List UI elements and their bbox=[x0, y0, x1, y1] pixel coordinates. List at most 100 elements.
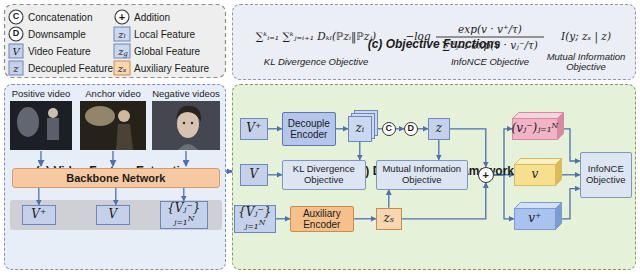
objective-caption: InfoNCE Objective bbox=[451, 57, 529, 67]
node-text: {Vⱼ⁻}ⱼ₌₁ᴺ bbox=[238, 206, 272, 232]
node-text: V⁺ bbox=[31, 208, 46, 221]
formula: ∑ᵏᵢ₌₁ ∑ᵏⱼ₌ᵢ₊₁ Dₖₗ(ℙzᵢ‖ℙzⱼ) bbox=[256, 30, 376, 42]
frame-detail bbox=[183, 122, 185, 124]
image-caption: Positive video bbox=[12, 89, 71, 99]
flow-connector bbox=[183, 188, 184, 201]
node-text: Decouple Encoder bbox=[286, 118, 332, 140]
node-text: KL Divergence Objective bbox=[286, 164, 362, 185]
symbol-letter: g bbox=[123, 50, 127, 58]
operator-symbol bbox=[9, 10, 23, 24]
node-text: zₛ bbox=[384, 212, 394, 225]
cuboid-top bbox=[512, 112, 563, 118]
node-text: Auxiliary Encoder bbox=[294, 208, 350, 230]
feature-cuboid: v bbox=[514, 164, 556, 186]
encoder-box: Auxiliary Encoder bbox=[290, 206, 354, 232]
encoder-box: Decouple Encoder bbox=[282, 112, 336, 146]
legend-text: Concatenation bbox=[28, 12, 93, 23]
frame-detail bbox=[48, 108, 58, 118]
objective-box: KL Divergence Objective bbox=[282, 160, 366, 190]
legend-text: Decoupled Feature bbox=[28, 63, 113, 74]
video-frame bbox=[80, 101, 146, 150]
flow-arrow bbox=[185, 151, 186, 166]
symbol-letter: z bbox=[118, 46, 123, 57]
flow-connector bbox=[359, 142, 360, 160]
video-frame bbox=[152, 101, 220, 150]
node-text: {Vⱼ⁻}ⱼ₌₁ᴺ bbox=[164, 202, 204, 228]
flow-connector bbox=[438, 140, 439, 160]
node-text: InfoNCE Objective bbox=[584, 164, 628, 185]
feature-box: zₛ bbox=[376, 208, 402, 230]
node-text: v bbox=[531, 168, 538, 181]
frame-detail bbox=[176, 106, 201, 122]
legend-text: Downsample bbox=[28, 29, 86, 40]
node-text: V⁺ bbox=[246, 122, 261, 135]
cuboid-top bbox=[514, 158, 561, 164]
flow-connector bbox=[388, 190, 389, 208]
cuboid-side bbox=[555, 202, 561, 229]
feature-box: {Vⱼ⁻}ⱼ₌₁ᴺ bbox=[160, 201, 208, 229]
symbol-letter: zₗ bbox=[118, 29, 126, 40]
cuboid-side bbox=[555, 158, 561, 185]
video-frame bbox=[80, 101, 146, 150]
operator-symbol bbox=[115, 10, 129, 24]
feature-box: {Vⱼ⁻}ⱼ₌₁ᴺ bbox=[234, 205, 276, 233]
video-frame bbox=[10, 101, 72, 150]
feature-box: V bbox=[96, 205, 130, 225]
symbol-letter: V bbox=[12, 46, 19, 57]
node-text: Mutual Information Objective bbox=[380, 164, 464, 185]
symbol-letter: zₛ bbox=[118, 63, 127, 74]
flow-connector bbox=[418, 128, 428, 129]
image-caption: Anchor video bbox=[85, 89, 140, 99]
video-frame bbox=[10, 101, 72, 150]
feature-box: V⁺ bbox=[22, 205, 56, 225]
node-text: C bbox=[386, 124, 393, 134]
feature-band bbox=[10, 200, 222, 230]
flow-connector bbox=[115, 188, 116, 205]
video-frame bbox=[152, 101, 220, 150]
feature-cuboid: v⁺ bbox=[514, 208, 556, 230]
node-text: zᵢ bbox=[355, 122, 364, 135]
feature-symbol bbox=[9, 44, 23, 58]
cuboid-top bbox=[514, 202, 561, 208]
flow-connector bbox=[276, 218, 290, 219]
feature-symbol bbox=[114, 61, 130, 75]
stack-layer bbox=[348, 116, 371, 141]
frame-detail bbox=[191, 122, 193, 124]
formula: ∑ᴺⱼ₌₁ exp(v · vⱼ⁻/τ) bbox=[442, 39, 538, 51]
legend-text: Local Feature bbox=[134, 29, 195, 40]
feature-box: V⁺ bbox=[240, 118, 268, 140]
objective-box: Mutual Information Objective bbox=[376, 160, 468, 190]
feature-box: z bbox=[428, 118, 450, 140]
feature-symbol bbox=[114, 44, 130, 58]
cuboid-front bbox=[514, 208, 555, 229]
operator-circle: C bbox=[382, 122, 396, 136]
image-caption: Negative videos bbox=[152, 89, 220, 99]
node-text: z bbox=[436, 122, 442, 135]
operator-circle: D bbox=[404, 122, 418, 136]
panel-ground bbox=[232, 84, 636, 270]
frame-detail bbox=[47, 118, 59, 140]
symbol-letter: + bbox=[119, 11, 125, 23]
flow-connector bbox=[354, 218, 376, 219]
legend-text: Auxiliary Feature bbox=[134, 63, 209, 74]
legend-panel bbox=[5, 5, 226, 78]
panel-ground bbox=[4, 84, 226, 270]
objective-caption: Mutual Information Objective bbox=[540, 52, 632, 73]
legend-text: Global Feature bbox=[134, 46, 200, 57]
legend-text: Addition bbox=[134, 12, 170, 23]
cuboid-side bbox=[557, 112, 563, 139]
formula: −log bbox=[405, 30, 430, 42]
node-text: Backbone Network bbox=[66, 172, 165, 184]
flow-connector bbox=[336, 128, 348, 129]
symbol-letter: D bbox=[13, 29, 20, 39]
fraction-bar bbox=[436, 37, 544, 38]
frame-detail bbox=[178, 144, 198, 150]
objective-box: InfoNCE Objective bbox=[580, 152, 632, 198]
symbol-letter: C bbox=[13, 12, 20, 22]
feature-symbol bbox=[114, 27, 130, 41]
panel: (b) DMI-Encoder FrameworkV⁺V{Vⱼ⁻}ⱼ₌₁ᴺDec… bbox=[232, 84, 636, 270]
symbol-letter: z bbox=[13, 63, 18, 74]
operator-circle: + bbox=[478, 167, 494, 183]
objective-caption: KL Divergence Objective bbox=[264, 57, 368, 67]
